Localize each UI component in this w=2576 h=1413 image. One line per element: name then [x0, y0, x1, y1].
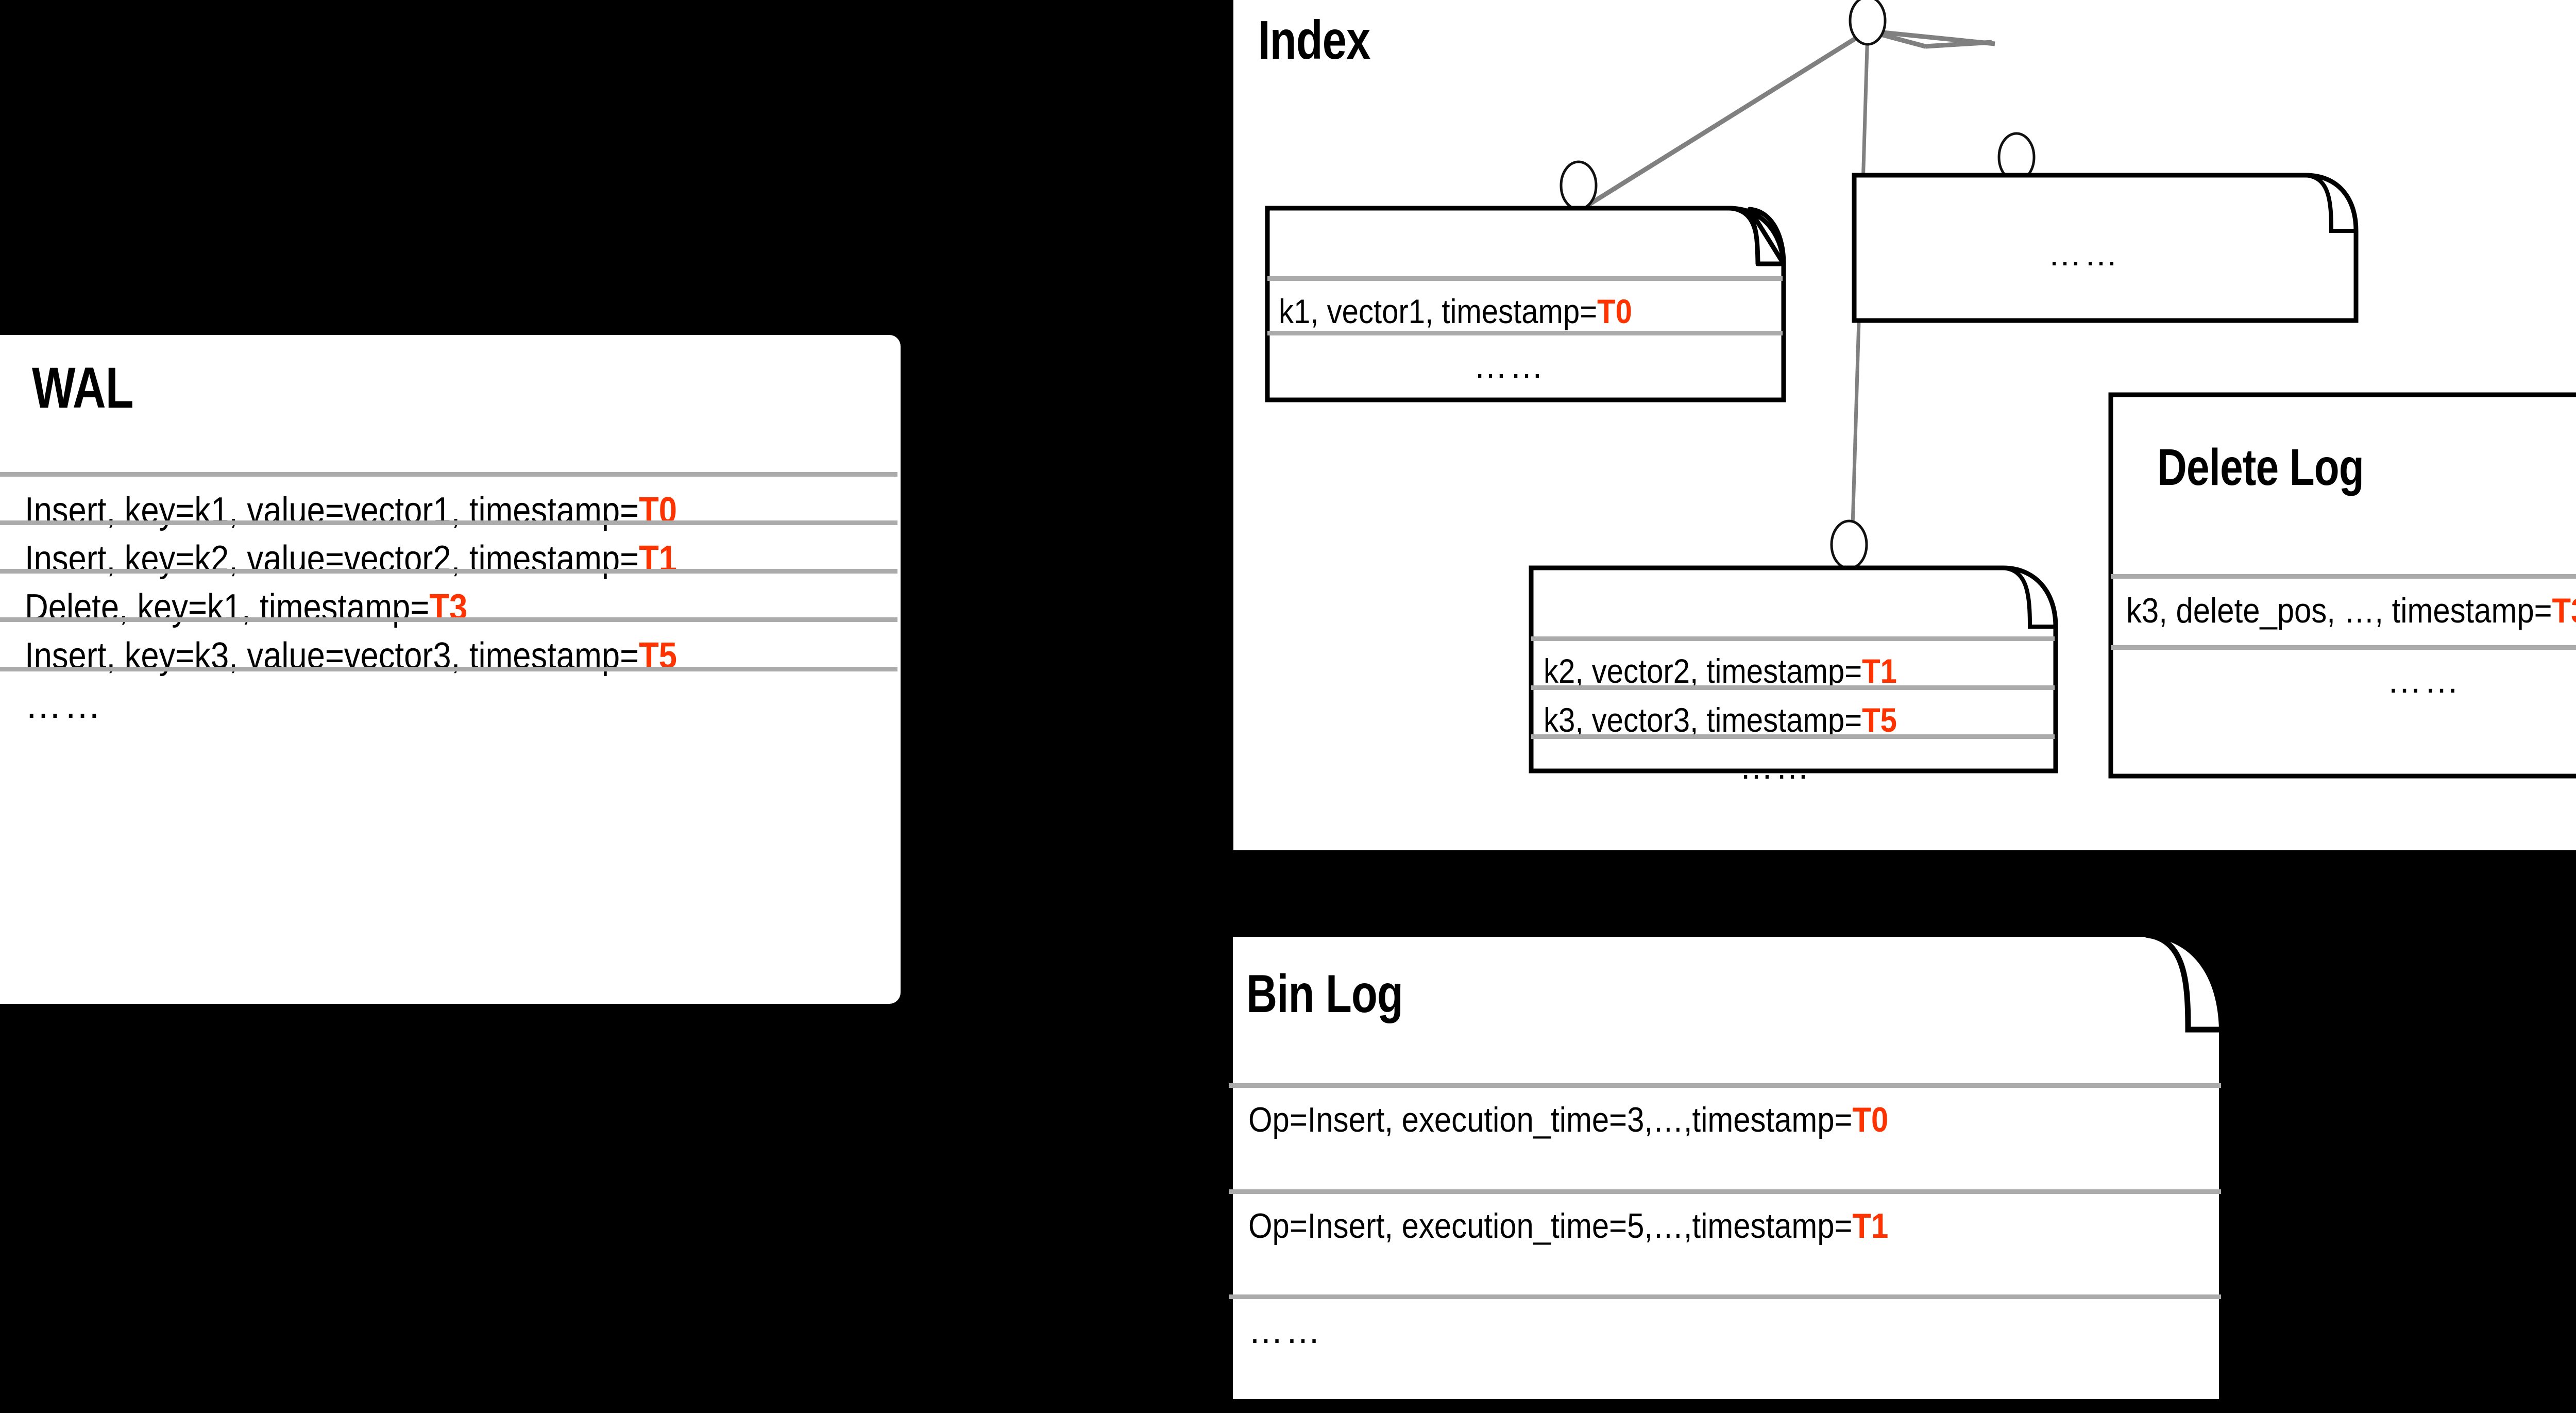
wal-row-timestamp: T3: [429, 587, 468, 628]
index-leaf-empty: ……: [1852, 173, 2359, 323]
leaf-k1-divider: [1267, 276, 1783, 281]
leaf-k1-row-label: k1, vector1, timestamp=: [1279, 292, 1598, 330]
bin-log-row-label: Op=Insert, execution_time=3,…,timestamp=: [1248, 1100, 1853, 1139]
index-panel: Index k1, vector1, timestamp=T0 ……: [1233, 0, 2576, 850]
bin-log-doc-shape: [1227, 931, 2225, 1405]
delete-log-doc-shape: [2108, 392, 2576, 779]
leaf-k2k3-divider: [1531, 685, 2055, 690]
leaf-k2k3-ellipsis: ……: [1739, 748, 1811, 786]
leaf-k1-row-timestamp: T0: [1597, 292, 1632, 330]
leaf-k2k3-divider: [1531, 734, 2055, 739]
wal-row-label: Insert, key=k2, value=vector2, timestamp…: [25, 539, 639, 580]
index-title: Index: [1258, 10, 1370, 71]
index-leaf-k2k3: k2, vector2, timestamp=T1 k3, vector3, t…: [1529, 565, 2060, 786]
wal-panel: WAL Insert, key=k1, value=vector1, times…: [0, 335, 901, 1004]
wal-row-divider: [0, 617, 897, 622]
leaf-k2k3-row-label: k2, vector2, timestamp=: [1544, 652, 1862, 690]
bin-log-divider: [1229, 1189, 2221, 1194]
wal-row-divider: [0, 520, 897, 525]
delete-log-row-timestamp: T3: [2552, 591, 2576, 630]
bin-log-row-text: Op=Insert, execution_time=5,…,timestamp=…: [1248, 1206, 1888, 1246]
tree-edge-root-right2: [1867, 28, 1995, 46]
delete-log-panel: Delete Log k3, delete_pos, …, timestamp=…: [2108, 392, 2576, 780]
bin-log-row-label: Op=Insert, execution_time=5,…,timestamp=: [1248, 1206, 1853, 1246]
delete-log-divider: [2111, 574, 2576, 579]
wal-row-timestamp: T1: [639, 539, 677, 580]
bin-log-row-text: Op=Insert, execution_time=3,…,timestamp=…: [1248, 1100, 1888, 1140]
bin-log-panel: Bin Log Op=Insert, execution_time=3,…,ti…: [1227, 931, 2225, 1405]
leaf-k2k3-row-text: k3, vector3, timestamp=T5: [1544, 700, 1897, 739]
delete-log-row-text: k3, delete_pos, …, timestamp=T3: [2126, 591, 2576, 631]
tree-node-bottom: [1830, 519, 1868, 570]
bin-log-row-timestamp: T0: [1852, 1100, 1889, 1139]
leaf-k2k3-row-timestamp: T1: [1862, 652, 1897, 690]
wal-row-text: Insert, key=k1, value=vector1, timestamp…: [25, 490, 677, 532]
delete-log-title: Delete Log: [2157, 439, 2364, 496]
bin-log-row-timestamp: T1: [1852, 1206, 1889, 1246]
wal-title: WAL: [32, 356, 133, 420]
delete-log-row-label: k3, delete_pos, …, timestamp=: [2126, 591, 2552, 630]
tree-node-root: [1849, 0, 1887, 46]
wal-row-text: Delete, key=k1, timestamp=T3: [25, 586, 467, 629]
leaf-empty-ellipsis: ……: [2048, 234, 2120, 273]
leaf-k2k3-row-label: k3, vector3, timestamp=: [1544, 701, 1862, 739]
bin-log-title: Bin Log: [1246, 964, 1403, 1024]
wal-row-text: Insert, key=k2, value=vector2, timestamp…: [25, 538, 677, 580]
wal-row-divider: [0, 569, 897, 574]
index-leaf-k1: k1, vector1, timestamp=T0 ……: [1265, 206, 1786, 402]
delete-log-ellipsis: ……: [2387, 661, 2461, 700]
delete-log-divider: [2111, 645, 2576, 650]
leaf-k1-doc-shape: [1265, 206, 1786, 402]
leaf-k2k3-row-text: k2, vector2, timestamp=T1: [1544, 651, 1897, 691]
wal-row-label: Insert, key=k1, value=vector1, timestamp…: [25, 490, 639, 531]
tree-node-left: [1560, 160, 1598, 211]
leaf-k2k3-row-timestamp: T5: [1862, 701, 1897, 739]
leaf-k2k3-doc-shape: [1529, 565, 2058, 773]
leaf-k1-divider: [1267, 331, 1783, 335]
wal-ellipsis: ……: [25, 685, 103, 726]
bin-log-divider: [1229, 1294, 2221, 1299]
leaf-k1-ellipsis: ……: [1473, 347, 1546, 385]
leaf-k2k3-divider: [1531, 636, 2055, 641]
wal-row-label: Delete, key=k1, timestamp=: [25, 587, 430, 628]
leaf-k1-row-text: k1, vector1, timestamp=T0: [1279, 292, 1632, 331]
wal-row-timestamp: T0: [639, 490, 677, 531]
wal-row-divider: [0, 472, 897, 477]
tree-edge-root-left: [1581, 29, 1869, 211]
bin-log-ellipsis: ……: [1248, 1311, 1323, 1351]
bin-log-divider: [1229, 1083, 2221, 1088]
leaf-empty-doc-shape: [1852, 173, 2359, 323]
wal-row-divider: [0, 667, 897, 671]
